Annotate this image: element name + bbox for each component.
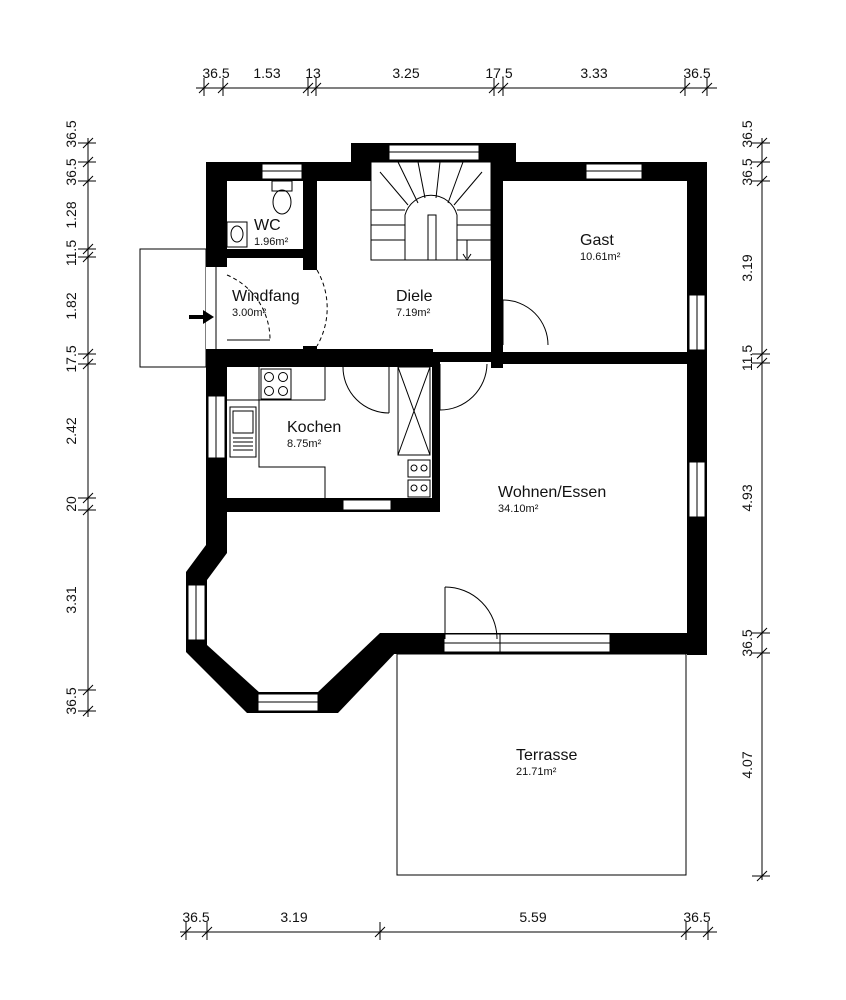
room-name-diele: Diele: [396, 288, 433, 305]
dim-left-label: 20: [63, 496, 79, 512]
dim-right-label: 36.5: [739, 158, 755, 185]
dim-top-label: 1.53: [253, 65, 280, 81]
room-name-windfang: Windfang: [232, 288, 300, 305]
dim-right-label: 3.19: [739, 254, 755, 281]
dim-right-label: 36.5: [739, 120, 755, 147]
tall-cabinet: [397, 366, 431, 456]
dim-bottom-label: 5.59: [519, 909, 546, 925]
stove-icon: [260, 368, 292, 400]
room-area-wc: 1.96m²: [254, 236, 289, 248]
toilet-icon: [271, 180, 293, 192]
dim-left-label: 36.5: [63, 120, 79, 147]
room-area-gast: 10.61m²: [580, 251, 621, 263]
dim-bottom-label: 36.5: [683, 909, 710, 925]
dim-left-label: 3.31: [63, 586, 79, 613]
fixtures: [226, 180, 431, 498]
dim-right-label: 11.5: [739, 345, 755, 371]
dim-top-label: 3.33: [580, 65, 607, 81]
staircase: [370, 161, 492, 261]
entry-platform: [139, 248, 207, 368]
dimension-labels: 36.5 1.53 13 3.25 17.5 3.33 36.5 36.5 3.…: [63, 65, 755, 925]
room-name-wohnen-essen: Wohnen/Essen: [498, 484, 606, 501]
doors: [206, 267, 549, 640]
dim-left-label: 17.5: [63, 345, 79, 372]
oven-icon: [407, 479, 431, 498]
room-area-diele: 7.19m²: [396, 307, 431, 319]
toilet-bowl-icon: [272, 189, 292, 215]
room-area-kochen: 8.75m²: [287, 438, 322, 450]
dim-right-label: 4.07: [739, 751, 755, 778]
room-area-wohnen-essen: 34.10m²: [498, 503, 539, 515]
room-labels: WC 1.96m² Windfang 3.00m² Diele 7.19m² G…: [232, 217, 621, 778]
dim-top-label: 17.5: [485, 65, 512, 81]
kitchen-sink-icon: [229, 406, 257, 458]
windows: [187, 144, 706, 712]
room-area-windfang: 3.00m²: [232, 307, 267, 319]
dim-left-label: 36.5: [63, 687, 79, 714]
dim-top-label: 13: [305, 65, 321, 81]
dim-top-label: 3.25: [392, 65, 419, 81]
dim-bottom-label: 3.19: [280, 909, 307, 925]
room-name-terrasse: Terrasse: [516, 747, 577, 764]
dim-top-label: 36.5: [683, 65, 710, 81]
dim-left-label: 36.5: [63, 158, 79, 185]
dim-left-label: 11.5: [63, 240, 79, 266]
dim-left-label: 1.82: [63, 292, 79, 319]
dim-left-label: 1.28: [63, 201, 79, 228]
sink-icon: [226, 221, 248, 248]
dim-right-label: 36.5: [739, 629, 755, 656]
room-name-kochen: Kochen: [287, 419, 341, 436]
dimension-lines: [78, 78, 770, 940]
dim-top-label: 36.5: [202, 65, 229, 81]
room-name-gast: Gast: [580, 232, 614, 249]
terrace-outline: [396, 653, 687, 876]
dim-bottom-label: 36.5: [182, 909, 209, 925]
oven-icon: [407, 459, 431, 478]
dim-left-label: 2.42: [63, 417, 79, 444]
room-name-wc: WC: [254, 217, 281, 234]
entrance-arrow-icon: [189, 310, 214, 324]
room-area-terrasse: 21.71m²: [516, 766, 557, 778]
dim-right-label: 4.93: [739, 484, 755, 511]
kitchen-counter: [227, 399, 326, 498]
